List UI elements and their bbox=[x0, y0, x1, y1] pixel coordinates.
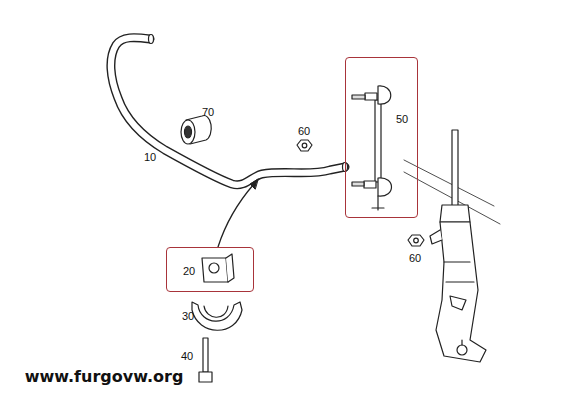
callout-box: 20 bbox=[166, 247, 254, 292]
callout-box: 50 bbox=[345, 57, 418, 218]
callout-number: 70 bbox=[202, 107, 214, 118]
rubber-bushing bbox=[181, 116, 211, 144]
clamp-bushing bbox=[202, 254, 234, 282]
nut bbox=[297, 140, 312, 151]
callout-number: 50 bbox=[396, 114, 408, 125]
nut bbox=[408, 235, 424, 246]
bolt bbox=[199, 338, 212, 382]
callout-number: 60 bbox=[298, 126, 310, 137]
callout-number: 20 bbox=[183, 266, 195, 277]
mounting-clamp bbox=[192, 302, 242, 330]
stabilizer-bar bbox=[111, 38, 345, 185]
callout-number: 30 bbox=[182, 311, 194, 322]
shock-strut bbox=[404, 130, 500, 362]
callout-number: 40 bbox=[181, 351, 193, 362]
callout-number: 60 bbox=[409, 253, 421, 264]
watermark: www.furgovw.org bbox=[25, 369, 184, 385]
location-arrow bbox=[218, 184, 254, 247]
bar-end bbox=[149, 35, 154, 44]
arrow-head bbox=[250, 179, 258, 189]
callout-number: 10 bbox=[144, 152, 156, 163]
stabilizer-bar-inner bbox=[111, 38, 345, 185]
stabilizer-link bbox=[352, 86, 392, 210]
